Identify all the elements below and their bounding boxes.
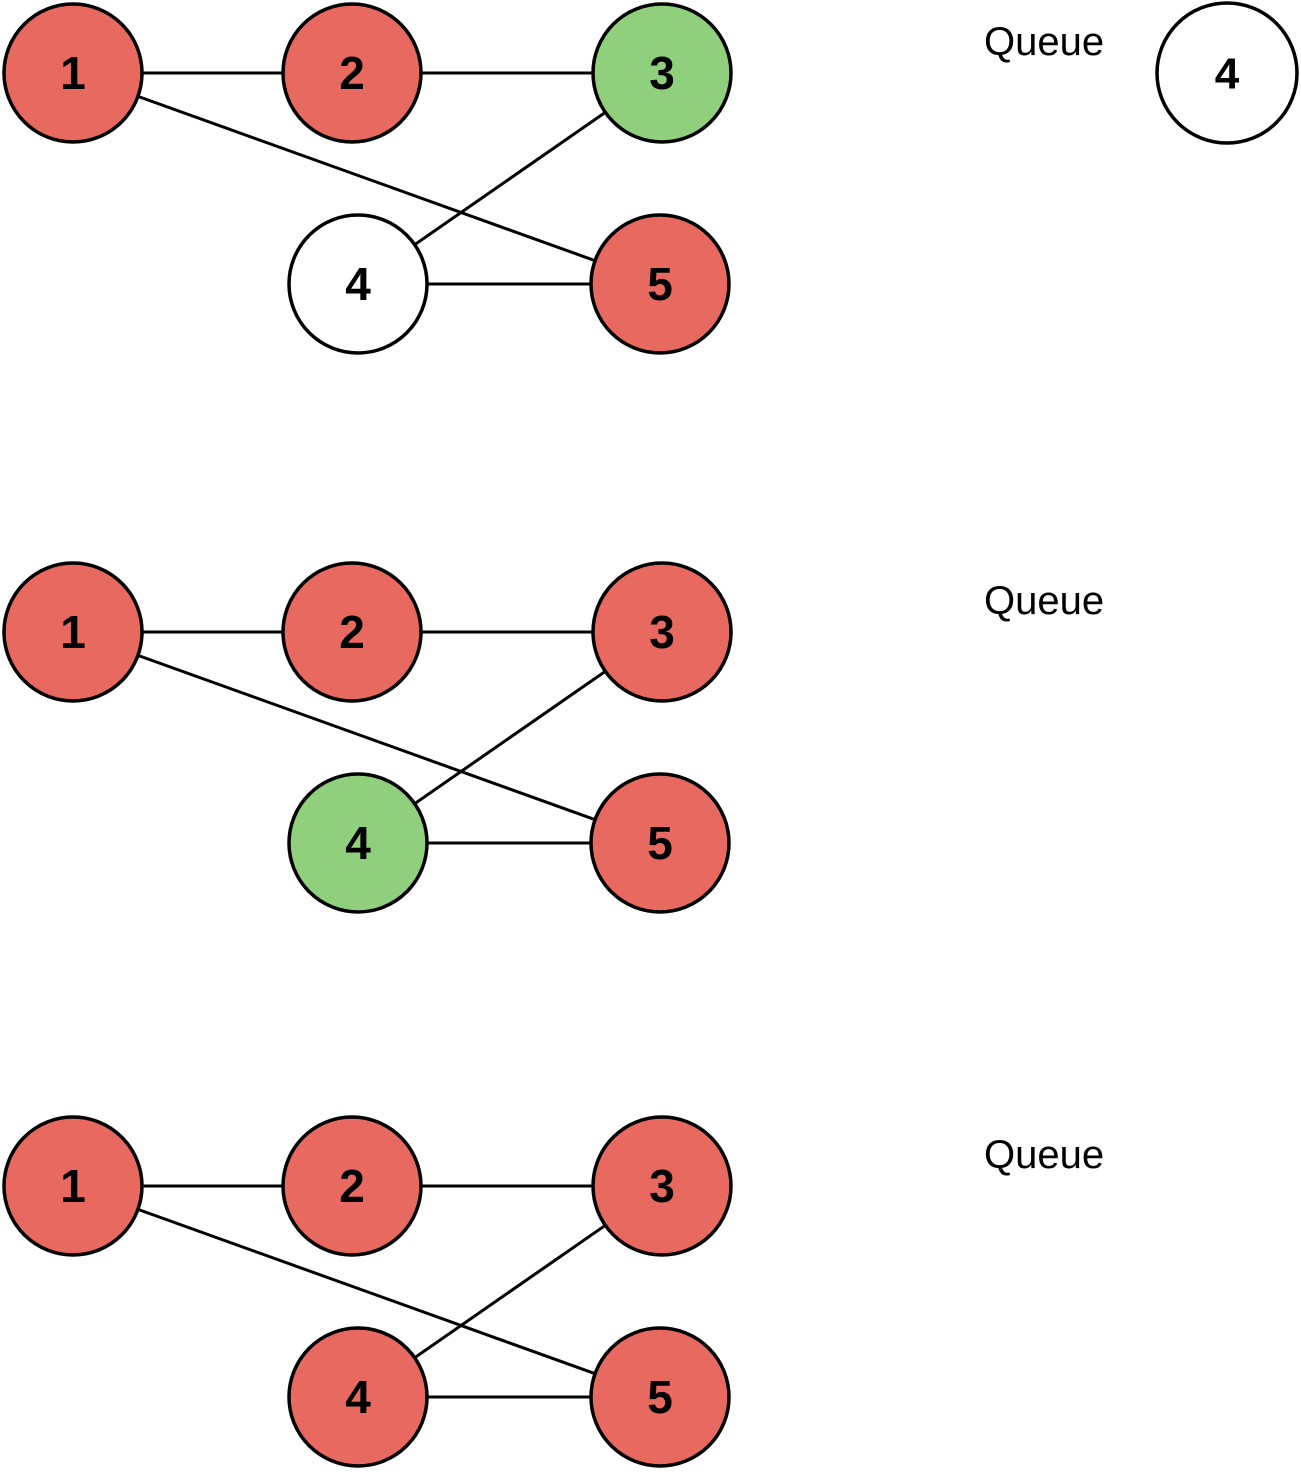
graph-node-3 xyxy=(591,2,733,144)
graph-node-5 xyxy=(589,1326,731,1468)
graph-node-5 xyxy=(589,213,731,355)
graph-node-3 xyxy=(591,561,733,703)
graph-node-5 xyxy=(589,772,731,914)
queue-label: Queue xyxy=(984,1133,1104,1177)
graph-node-5-label: 5 xyxy=(647,258,673,310)
graph-node-5-label: 5 xyxy=(647,817,673,869)
graph-node-5-label: 5 xyxy=(647,1371,673,1423)
graph-node-3-label: 3 xyxy=(649,47,675,99)
graph-node-2 xyxy=(281,561,423,703)
graph-node-2 xyxy=(281,2,423,144)
graph-node-4 xyxy=(287,1326,429,1468)
graph-node-4 xyxy=(287,213,429,355)
graph-node-3-label: 3 xyxy=(649,606,675,658)
graph-node-2-label: 2 xyxy=(339,606,365,658)
queue-item-label: 4 xyxy=(1215,49,1240,98)
graph-node-4 xyxy=(287,772,429,914)
graph-node-1 xyxy=(2,2,144,144)
graph-node-4-label: 4 xyxy=(345,1371,371,1423)
graph-edge-1-5 xyxy=(72,71,661,286)
graph-node-1 xyxy=(2,1115,144,1257)
graph-frame-step-3: 1 2 3 4 5 Queue xyxy=(2,1115,1104,1468)
graph-node-4-label: 4 xyxy=(345,258,371,310)
graph-edge-1-5 xyxy=(72,1184,661,1399)
graph-node-1 xyxy=(2,561,144,703)
graph-node-4-label: 4 xyxy=(345,817,371,869)
graph-node-3 xyxy=(591,1115,733,1257)
graph-edge-1-5 xyxy=(72,630,661,845)
graph-node-2 xyxy=(281,1115,423,1257)
queue-label: Queue xyxy=(984,579,1104,623)
queue-item xyxy=(1155,1,1299,145)
graph-node-1-label: 1 xyxy=(60,47,86,99)
graph-node-1-label: 1 xyxy=(60,1160,86,1212)
graph-node-3-label: 3 xyxy=(649,1160,675,1212)
graph-node-2-label: 2 xyxy=(339,47,365,99)
queue-label: Queue xyxy=(984,20,1104,64)
graph-frame-step-2: 1 2 3 4 5 Queue xyxy=(2,561,1104,914)
graph-node-1-label: 1 xyxy=(60,606,86,658)
graph-frame-step-1: 1 2 3 4 5 Queue 4 xyxy=(2,1,1299,355)
graph-node-2-label: 2 xyxy=(339,1160,365,1212)
